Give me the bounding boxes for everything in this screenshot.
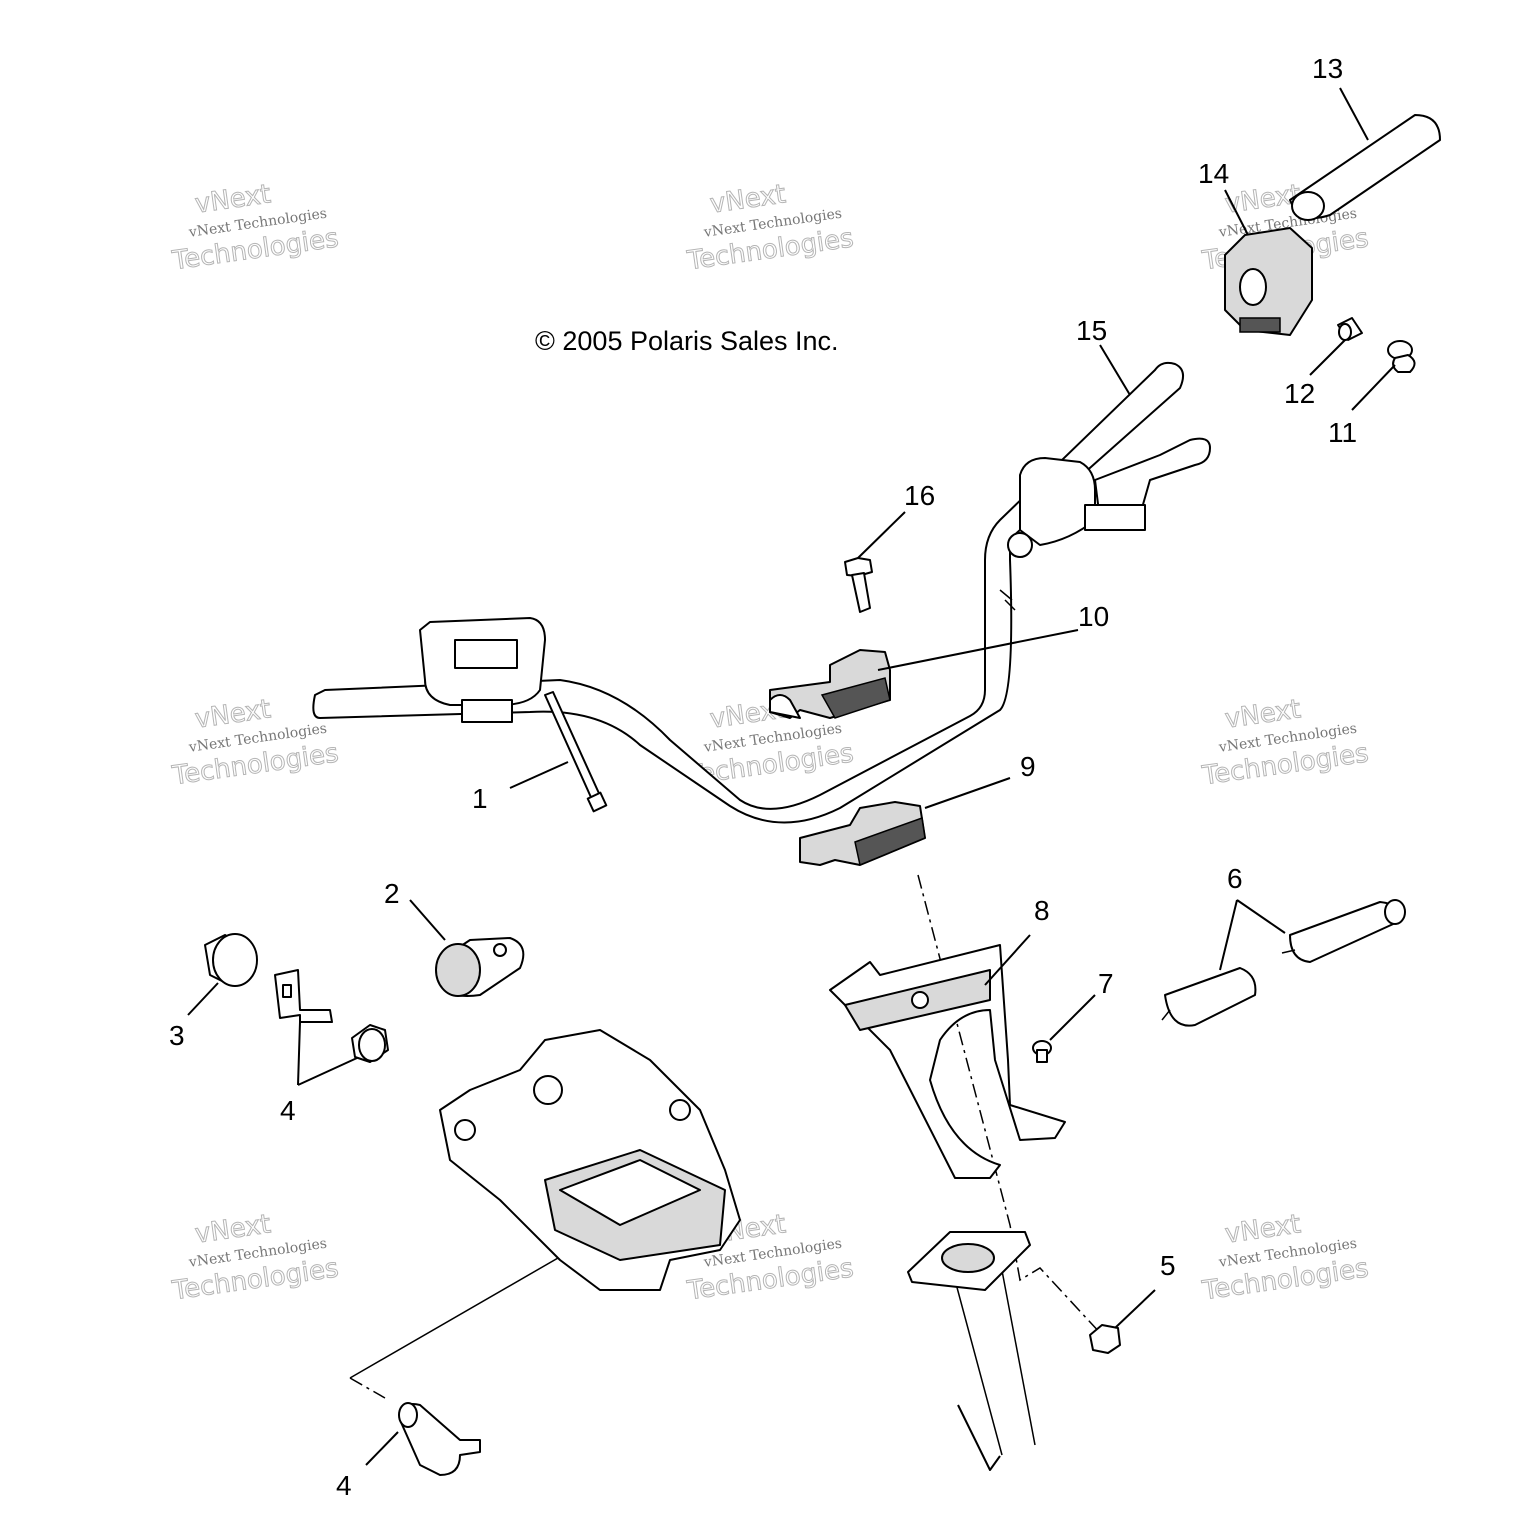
callout-5: 5 (1160, 1250, 1176, 1281)
part-plug[interactable] (1387, 340, 1416, 373)
leader-5 (1114, 1289, 1156, 1329)
part-bolt-16[interactable] (844, 557, 873, 613)
callout-14: 14 (1198, 158, 1229, 189)
callout-11: 11 (1328, 417, 1357, 448)
part-nut[interactable] (1089, 1324, 1121, 1354)
leader-4a (297, 1021, 358, 1086)
callout-6: 6 (1227, 863, 1243, 894)
watermark-text: vNext (193, 1209, 272, 1249)
watermark: vNext vNext Technologies Technologies (169, 179, 341, 277)
part-headlight-pod-housing (439, 1029, 741, 1291)
part-cylinder-upper[interactable] (1281, 899, 1406, 963)
callout-13: 13 (1312, 53, 1343, 84)
part-ignition-key[interactable] (274, 969, 333, 1023)
part-bushing[interactable] (1337, 317, 1363, 341)
part-lower-clamp[interactable] (799, 801, 926, 867)
watermark-text: vNext (1223, 694, 1302, 734)
leader-4b (365, 1431, 399, 1466)
callout-labels: 1 2 3 4 4 5 6 7 8 9 10 11 12 13 14 15 16 (169, 53, 1357, 1501)
callout-3: 3 (169, 1020, 185, 1051)
watermark-text: vNext (1223, 1209, 1302, 1249)
callout-16: 16 (904, 480, 935, 511)
callout-8: 8 (1034, 895, 1050, 926)
watermark: vNext vNext Technologies Technologies (684, 179, 856, 277)
part-handlebar[interactable] (312, 361, 1185, 824)
callout-9: 9 (1020, 751, 1036, 782)
callout-4: 4 (336, 1470, 352, 1501)
watermark: vNext vNext Technologies Technologies (1199, 694, 1371, 792)
leader-16 (857, 511, 906, 559)
callout-7: 7 (1098, 968, 1114, 999)
part-screw[interactable] (1032, 1040, 1052, 1063)
part-long-bolt[interactable] (544, 691, 608, 813)
leader-11 (1351, 364, 1396, 411)
callout-15: 15 (1076, 315, 1107, 346)
leader-15 (1099, 344, 1131, 396)
leader-9 (924, 777, 1011, 809)
leader-6 (1219, 899, 1286, 971)
part-left-control-housing (419, 617, 546, 723)
part-switch[interactable] (398, 1402, 481, 1476)
callout-4: 4 (280, 1095, 296, 1126)
part-cylinder-lower[interactable] (1161, 967, 1257, 1027)
leader-12 (1309, 339, 1346, 376)
mounting-axis-line (349, 1377, 386, 1399)
part-upper-clamp[interactable] (769, 649, 891, 719)
leader-8 (984, 934, 1031, 986)
watermark-text: vNext (193, 179, 272, 219)
leader-lines (187, 87, 1396, 1466)
leader-3 (187, 982, 219, 1016)
part-brake-master-cylinder (1007, 437, 1211, 558)
leader-13 (1339, 87, 1369, 141)
watermark-text: vNext (708, 179, 787, 219)
callout-1: 1 (472, 783, 488, 814)
watermark: vNext vNext Technologies Technologies (1199, 1209, 1371, 1307)
part-steering-post (907, 1231, 1036, 1471)
leader-10 (877, 629, 1079, 671)
part-mounting-bracket[interactable] (829, 944, 1066, 1179)
leader-7 (1049, 994, 1096, 1041)
part-ignition-nut[interactable] (351, 1024, 389, 1063)
part-indicator-lamp[interactable] (435, 937, 525, 997)
part-cap[interactable] (204, 933, 258, 987)
callout-12: 12 (1284, 378, 1315, 409)
watermark: vNext vNext Technologies Technologies (169, 1209, 341, 1307)
leader-1 (509, 761, 569, 789)
watermark-text: vNext (193, 694, 272, 734)
callout-10: 10 (1078, 601, 1109, 632)
steering-axis-line (917, 874, 1103, 1336)
part-grip[interactable] (1289, 114, 1441, 221)
leader-14 (1224, 189, 1249, 236)
part-throttle-housing[interactable] (1224, 227, 1313, 336)
leader-2 (409, 899, 446, 941)
copyright-text: © 2005 Polaris Sales Inc. (535, 326, 839, 356)
callout-2: 2 (384, 878, 400, 909)
